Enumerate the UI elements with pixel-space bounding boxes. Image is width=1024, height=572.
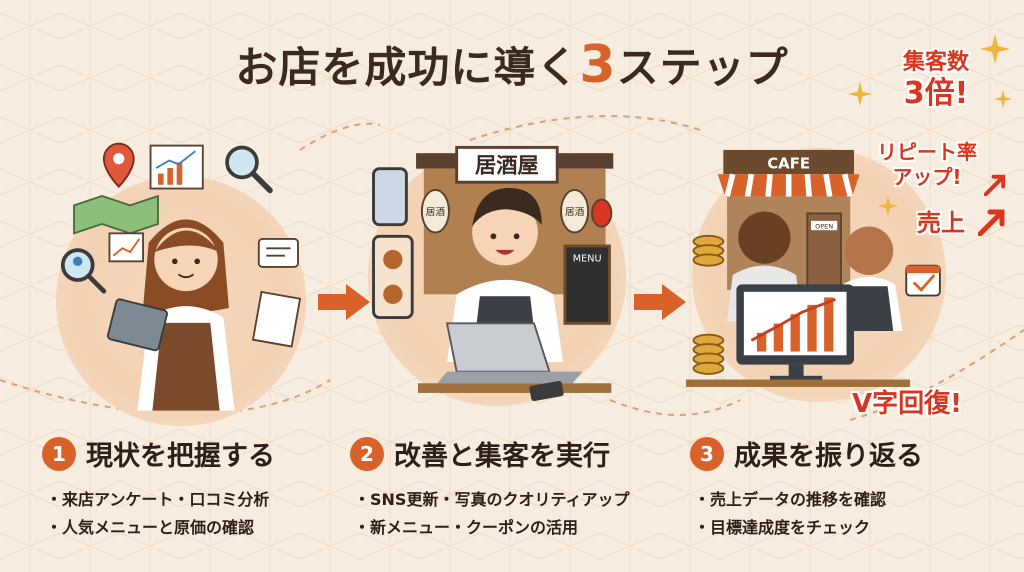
- shop-sign-izakaya: 居酒屋: [475, 154, 539, 179]
- open-sign-text: OPEN: [815, 222, 833, 230]
- callout-customers: 集客数 3倍!: [876, 50, 996, 112]
- step1-heading: 1 現状を把握する: [42, 434, 275, 473]
- map-pin-icon: [102, 142, 135, 188]
- step2-bullets: SNS更新・写真のクオリティアップ 新メニュー・クーポンの活用: [354, 486, 630, 542]
- step1-bullet: 人気メニューと原価の確認: [46, 514, 269, 542]
- step-arrow-icon: [634, 284, 686, 320]
- sparkle-icon: [848, 82, 872, 106]
- step3-heading: 3 成果を振り返る: [690, 434, 923, 473]
- callout-customers-line2: 3倍!: [903, 76, 969, 111]
- step3-title: 成果を振り返る: [734, 441, 923, 472]
- step2-bullet: 新メニュー・クーポンの活用: [354, 514, 630, 542]
- step2-illustration: 居酒屋 居酒 居酒 MENU: [372, 145, 614, 402]
- callout-repeat: リピート率 アップ!: [862, 140, 992, 190]
- lantern-left-text: 居酒: [426, 207, 446, 218]
- callout-recovery: V字回復!: [852, 389, 962, 419]
- callout-sales: 売上: [917, 209, 965, 237]
- arrow-up-icon: [978, 209, 1005, 236]
- title-suffix: ステップ: [616, 43, 789, 92]
- cafe-sign-text: CAFE: [767, 155, 810, 173]
- step-arrow-icon: [318, 284, 370, 320]
- step1-number: 1: [42, 436, 76, 471]
- step1-title: 現状を把握する: [86, 441, 275, 472]
- chart-icon: [149, 144, 204, 190]
- smartphone-icon: [372, 167, 414, 319]
- callout-repeat-line2: アップ!: [892, 165, 962, 189]
- map-icon: [73, 194, 159, 235]
- step3-illustration: CAFE OPEN: [686, 149, 941, 387]
- lantern-icon: 居酒 居酒: [420, 188, 613, 234]
- callout-repeat-line1: リピート率: [877, 140, 977, 164]
- title-number: 3: [579, 35, 617, 95]
- user-search-icon: [60, 248, 107, 294]
- step2-bullet: SNS更新・写真のクオリティアップ: [354, 486, 629, 514]
- step1-bullet: 来店アンケート・口コミ分析: [46, 486, 269, 514]
- title-main: お店を成功に導く: [235, 43, 580, 92]
- magnifier-icon: [225, 145, 273, 194]
- menu-board-text: MENU: [573, 253, 602, 264]
- speech-bubble-icon: [257, 238, 299, 268]
- step3-bullets: 売上データの推移を確認 目標達成度をチェック: [694, 486, 886, 542]
- step1-bullets: 来店アンケート・口コミ分析 人気メニューと原価の確認: [46, 486, 269, 542]
- step3-number: 3: [690, 436, 724, 471]
- page-title: お店を成功に導く3ステップ: [0, 34, 1024, 95]
- step2-number: 2: [350, 436, 384, 471]
- sparkle-icon: [994, 90, 1012, 108]
- coins-icon: [692, 234, 725, 375]
- sparkle-icon: [980, 34, 1010, 64]
- step3-bullet: 目標達成度をチェック: [694, 514, 886, 542]
- step1-illustration: [60, 142, 302, 411]
- calendar-check-icon: [905, 264, 941, 297]
- step3-bullet: 売上データの推移を確認: [694, 486, 886, 514]
- callout-customers-line1: 集客数: [902, 50, 969, 75]
- step2-heading: 2 改善と集客を実行: [350, 434, 610, 473]
- arrow-up-icon: [984, 174, 1006, 196]
- lantern-right-text: 居酒: [565, 207, 585, 218]
- step2-title: 改善と集客を実行: [394, 441, 610, 472]
- notepad-icon: [251, 290, 302, 348]
- sparkle-icon: [878, 196, 898, 216]
